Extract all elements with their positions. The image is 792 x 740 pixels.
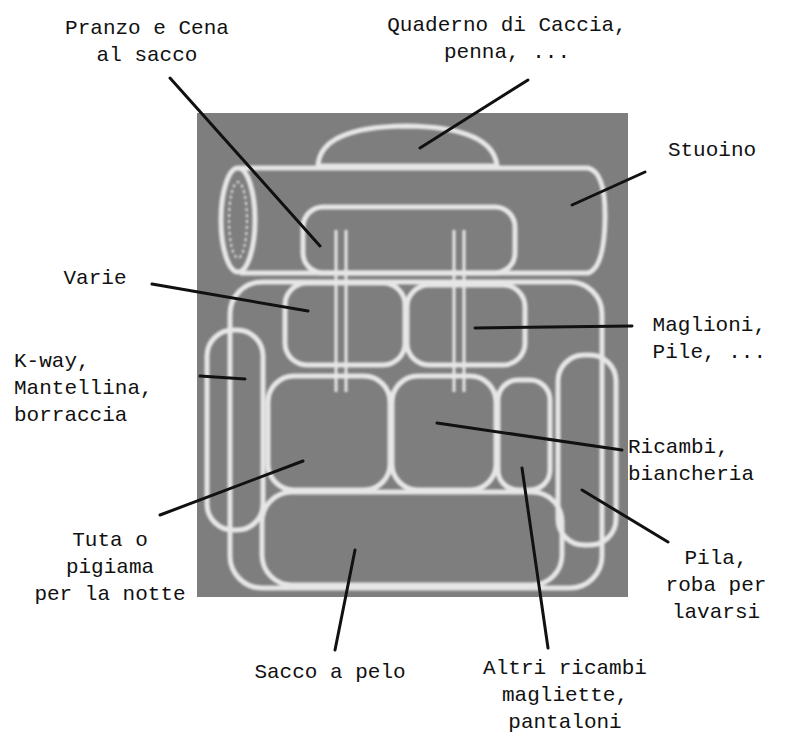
callout-label: Tuta o pigiama per la notte <box>34 527 185 608</box>
label-line: pantaloni <box>483 709 647 736</box>
mat-end <box>221 168 255 272</box>
callout-label: Altri ricambi magliette, pantaloni <box>483 655 647 736</box>
left-side-pocket <box>207 330 263 530</box>
backpack <box>207 126 616 588</box>
callout-label: Varie <box>63 265 126 292</box>
callout-label: K-way, Mantellina, borraccia <box>14 348 153 429</box>
underwear-pocket <box>392 376 496 490</box>
label-line: magliette, <box>483 682 647 709</box>
sleeping-bag <box>262 492 562 585</box>
label-line: Pranzo e Cena <box>65 15 229 42</box>
leader-line <box>522 468 548 648</box>
leader-line <box>152 284 308 311</box>
leader-line <box>420 80 528 148</box>
label-line: Tuta o <box>34 527 185 554</box>
leader-line <box>572 172 645 205</box>
mat-roll <box>240 168 605 273</box>
label-line: Stuoino <box>668 137 756 164</box>
top-lid <box>318 126 497 166</box>
pyjama-pocket <box>268 376 390 490</box>
callout-label: Pranzo e Cena al sacco <box>65 15 229 69</box>
callout-label: Sacco a pelo <box>254 659 405 686</box>
leader-line <box>160 461 303 515</box>
label-line: Maglioni, <box>653 312 766 339</box>
label-line: Pila, <box>666 545 767 572</box>
label-line: pigiama <box>34 554 185 581</box>
leader-line <box>170 78 320 246</box>
label-line: al sacco <box>65 42 229 69</box>
callout-label: Pila, roba per lavarsi <box>666 545 767 626</box>
mat-spiral <box>229 182 247 258</box>
callout-label: Ricambi, biancheria <box>628 434 754 488</box>
label-line: Quaderno di Caccia, <box>387 12 626 39</box>
label-line: Ricambi, <box>628 434 754 461</box>
leader-line <box>437 423 622 450</box>
strap-line <box>453 230 456 392</box>
leader-line <box>582 490 668 542</box>
callout-label: Quaderno di Caccia, penna, ... <box>387 12 626 66</box>
label-line: biancheria <box>628 461 754 488</box>
strap-line <box>463 230 466 392</box>
strap-line <box>335 230 338 392</box>
label-line: penna, ... <box>387 39 626 66</box>
right-side-pocket <box>558 355 616 545</box>
sweater-pocket <box>407 285 525 365</box>
leader-lines <box>152 78 668 650</box>
label-line: roba per <box>666 572 767 599</box>
label-line: Varie <box>63 265 126 292</box>
label-line: borraccia <box>14 402 153 429</box>
callout-label: Maglioni, Pile, ... <box>653 312 766 366</box>
backdrop <box>197 113 628 597</box>
leader-line <box>200 376 245 379</box>
label-line: Mantellina, <box>14 375 153 402</box>
callout-label: Stuoino <box>668 137 756 164</box>
straps <box>336 230 464 392</box>
strap-line <box>345 230 348 392</box>
label-line: Altri ricambi <box>483 655 647 682</box>
label-line: per la notte <box>34 581 185 608</box>
label-line: lavarsi <box>666 599 767 626</box>
label-line: K-way, <box>14 348 153 375</box>
label-line: Sacco a pelo <box>254 659 405 686</box>
label-line: Pile, ... <box>653 339 766 366</box>
leader-line <box>335 550 355 650</box>
leader-line <box>475 326 632 328</box>
